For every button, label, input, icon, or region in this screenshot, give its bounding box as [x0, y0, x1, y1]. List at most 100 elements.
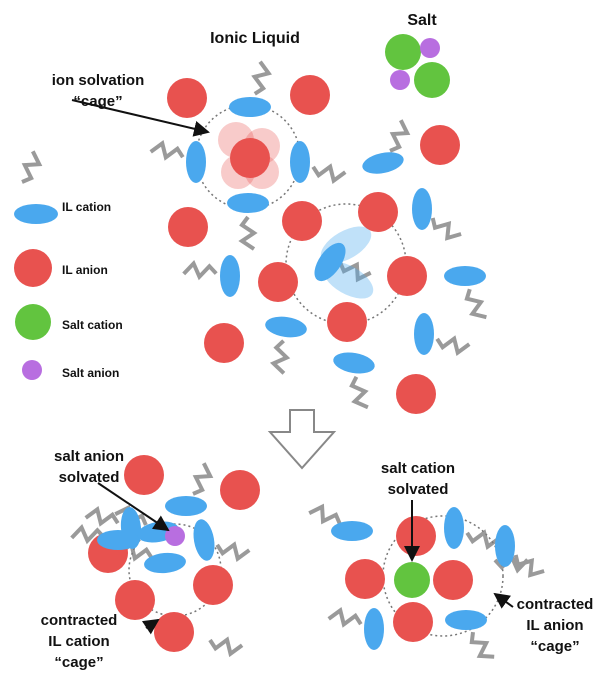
alkyl-tail [349, 375, 369, 410]
salt-anion [165, 526, 185, 546]
pointer-arrow [71, 99, 210, 137]
il-cation [165, 496, 207, 516]
salt-anion [390, 70, 410, 90]
il-anion [282, 201, 322, 241]
salt-cation-solvated-label: salt cation solvated [358, 458, 478, 500]
alkyl-tail [208, 636, 244, 658]
il-cation [333, 352, 375, 374]
alkyl-tail [21, 150, 43, 184]
il-anion [387, 256, 427, 296]
il-cation [362, 152, 404, 174]
il-anion [167, 78, 207, 118]
alkyl-tail [311, 163, 347, 184]
legend-il-cation-icon [14, 204, 58, 224]
pointer-arrow [141, 618, 160, 635]
contracted-cation-line3: “cage” [54, 654, 104, 671]
alkyl-tail [435, 335, 471, 356]
il-anion [193, 565, 233, 605]
salt-cation [394, 562, 430, 598]
cage-label-line1: ion solvation [51, 72, 145, 89]
alkyl-tail [149, 140, 185, 161]
il-anion [345, 559, 385, 599]
il-cation [445, 610, 487, 630]
alkyl-tail [513, 554, 545, 578]
il-anion [124, 455, 164, 495]
contracted-cation-line2: IL cation [48, 633, 110, 650]
alkyl-tail [215, 541, 251, 562]
il-anion [204, 323, 244, 363]
il-cation [265, 316, 307, 338]
legend-label-salt-cation: Salt cation [62, 318, 123, 332]
salt-cation [414, 62, 450, 98]
il-cation [220, 255, 240, 297]
il-anion [396, 374, 436, 414]
alkyl-tail [464, 288, 487, 320]
salt-anion-label-line1: salt anion [53, 448, 124, 465]
il-cation [144, 552, 186, 574]
contracted-cation-line1: contracted [40, 612, 118, 629]
contracted-anion-line2: IL anion [526, 617, 584, 634]
legend-label-salt-anion: Salt anion [62, 366, 120, 380]
alkyl-tail [327, 607, 363, 628]
cage-label-line2: “cage” [73, 93, 123, 110]
salt-anion-label-line2: solvated [58, 469, 120, 486]
legend-il-anion-icon [14, 249, 52, 287]
il-anion [290, 75, 330, 115]
il-cation [412, 188, 432, 230]
salt-anion-solvated-label: salt anion solvated [24, 446, 154, 488]
il-cation [314, 242, 346, 282]
il-cation [495, 525, 515, 567]
salt-cation-label-line2: solvated [387, 481, 449, 498]
il-cation [97, 530, 139, 550]
il-cation [186, 141, 206, 183]
legend-salt-anion-icon [22, 360, 42, 380]
il-cation [444, 507, 464, 549]
solvation-cage [382, 515, 504, 637]
alkyl-tail [430, 217, 462, 241]
alkyl-tail [269, 339, 291, 375]
diagram-title: Ionic Liquid [210, 30, 300, 47]
alkyl-tail [308, 503, 342, 525]
alkyl-tail [389, 119, 411, 153]
legend-salt-cation-icon [15, 304, 51, 340]
il-cation [290, 141, 310, 183]
pointer-arrow [97, 482, 170, 532]
il-anion [258, 262, 298, 302]
alkyl-tail [192, 462, 214, 496]
legend-label-il-cation: IL cation [62, 200, 112, 214]
ion-solvation-cage-label: ion solvation “cage” [28, 70, 168, 112]
il-cation [193, 519, 215, 561]
alkyl-tail [238, 215, 258, 251]
il-anion [433, 560, 473, 600]
alkyl-tail [251, 60, 272, 96]
legend-label-il-anion: IL anion [62, 263, 108, 277]
il-cation [229, 97, 271, 117]
salt-cation [385, 34, 421, 70]
alkyl-tail [70, 523, 106, 545]
il-anion [154, 612, 194, 652]
alkyl-tail [84, 506, 120, 527]
il-anion [168, 207, 208, 247]
il-cation [444, 266, 486, 286]
salt-title: Salt [407, 12, 437, 29]
il-cation [364, 608, 384, 650]
il-anion [358, 192, 398, 232]
contracted-anion-cage-label: contracted IL anion “cage” [508, 594, 602, 657]
il-anion [327, 302, 367, 342]
alkyl-tail [182, 259, 218, 281]
salt-anion [420, 38, 440, 58]
il-anion [220, 470, 260, 510]
il-anion [420, 125, 460, 165]
down-arrow-icon [267, 409, 337, 470]
contracted-cation-cage-label: contracted IL cation “cage” [14, 610, 144, 673]
il-cation [414, 313, 434, 355]
il-cation [227, 193, 269, 213]
alkyl-tail [465, 529, 501, 550]
il-anion [115, 580, 155, 620]
alkyl-tail [338, 261, 372, 283]
salt-cation-label-line1: salt cation [380, 460, 456, 477]
pointer-arrow [493, 592, 514, 609]
alkyl-tail [469, 631, 495, 659]
il-anion [230, 138, 270, 178]
il-anion [393, 602, 433, 642]
